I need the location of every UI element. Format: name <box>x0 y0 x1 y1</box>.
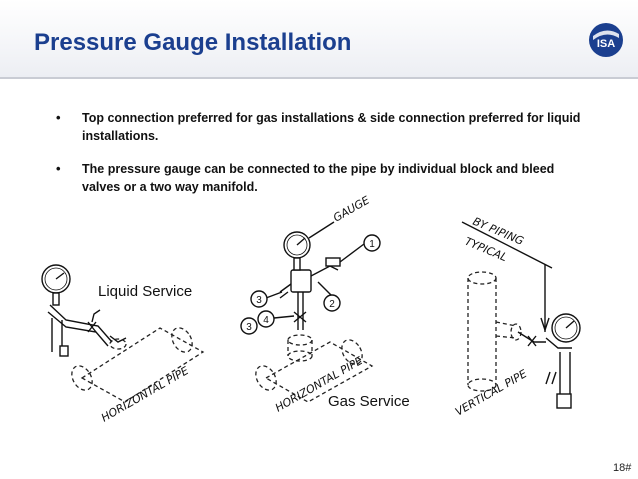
callout-2 <box>323 294 341 312</box>
bullet-item: • The pressure gauge can be connected to … <box>56 160 596 196</box>
svg-text:2: 2 <box>329 299 335 310</box>
callout-1 <box>240 317 258 335</box>
bullet-text: Top connection preferred for gas install… <box>82 111 581 143</box>
svg-text:4: 4 <box>263 315 269 326</box>
bullet-item: • Top connection preferred for gas instal… <box>56 109 596 145</box>
horizontal-pipe-middle <box>255 339 374 403</box>
header-band <box>0 0 638 78</box>
bullet-text: The pressure gauge can be connected to t… <box>82 162 555 194</box>
isa-logo: ISA <box>589 23 623 57</box>
bullet-dot-icon: • <box>56 110 61 125</box>
svg-text:3: 3 <box>256 295 262 306</box>
svg-text:3: 3 <box>246 322 252 333</box>
page-number: 18# <box>613 462 632 474</box>
liquid-service-illustration <box>41 264 205 403</box>
gauge-text: GAUGE <box>331 194 372 225</box>
horizontal-pipe-label-left: HORIZONTAL PIPE <box>99 364 191 425</box>
horizontal-pipe-left <box>71 327 205 403</box>
bullet-dot-icon: • <box>56 161 61 176</box>
svg-text:1: 1 <box>369 239 375 250</box>
gas-service-illustration: GAUGE 1 2 3 4 3 <box>240 194 381 403</box>
bullet-list: • Top connection preferred for gas instal… <box>56 109 596 211</box>
slide-title: Pressure Gauge Installation <box>34 29 352 56</box>
logo-text: ISA <box>597 38 615 50</box>
vertical-pipe <box>467 271 497 392</box>
callout-3-left <box>250 290 268 308</box>
gas-service-label: Gas Service <box>328 393 410 410</box>
liquid-service-label: Liquid Service <box>98 283 193 300</box>
header-divider <box>0 77 638 79</box>
callout-4 <box>257 310 275 328</box>
vertical-pipe-label: VERTICAL PIPE <box>453 367 529 418</box>
callout-3-right <box>363 234 381 252</box>
